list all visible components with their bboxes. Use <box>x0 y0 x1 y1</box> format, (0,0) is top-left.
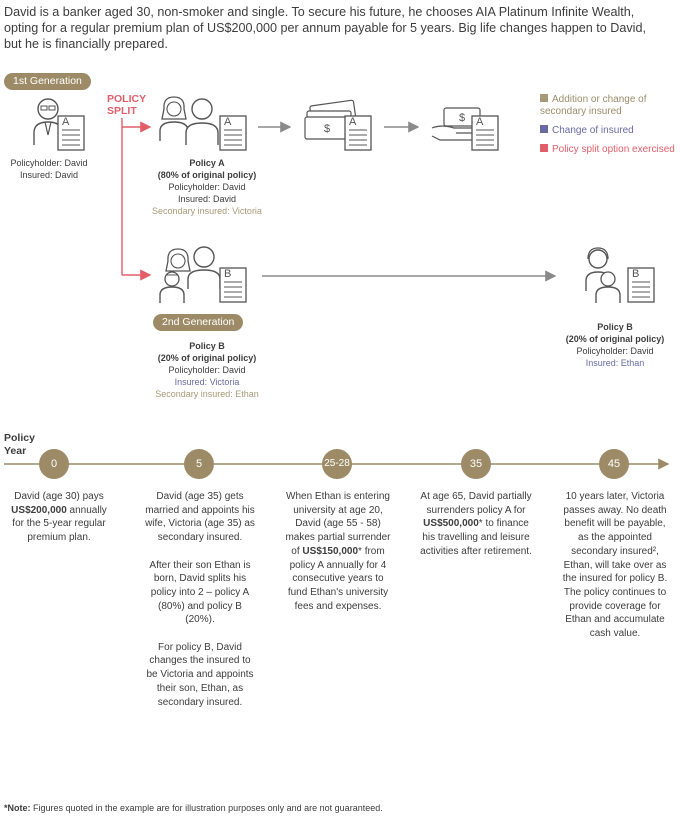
svg-text:$: $ <box>324 123 330 135</box>
policy-year-label-line-2: Year <box>4 445 27 457</box>
svg-text:$: $ <box>459 112 465 124</box>
policy-split-label: POLICY SPLIT <box>107 93 146 117</box>
timeline-node-0: 0 <box>39 449 69 479</box>
doc-letter-a1: A <box>62 116 70 128</box>
legend-swatch-red <box>540 144 548 152</box>
legend-swatch-gold <box>540 94 548 102</box>
doc-letter-b2: B <box>632 268 640 280</box>
timeline-node-25-28: 25-28 <box>322 449 352 479</box>
policy-a-secondary: Secondary insured: Victoria <box>152 206 262 216</box>
policy-a-caption: Policy A (80% of original policy) Policy… <box>140 157 274 217</box>
timeline-desc-5: David (age 35) gets married and appoints… <box>145 491 255 708</box>
policy-year-label-line-1: Policy <box>4 432 35 444</box>
policy-split-line-1: POLICY <box>107 93 147 105</box>
policy-a-share: (80% of original policy) <box>157 170 257 180</box>
policy-b-secondary: Secondary insured: Ethan <box>155 389 259 399</box>
legend: Addition or change of secondary insured … <box>540 94 678 156</box>
policy-b-share: (20% of original policy) <box>157 353 257 363</box>
family-icon-policy-b <box>159 246 221 303</box>
policy-b-final-insured: Insured: Ethan <box>585 358 645 368</box>
timeline-desc-0: David (age 30) pays US$200,000 annually … <box>11 491 107 544</box>
doc-letter-a3: A <box>349 116 357 128</box>
policy-b-final-title: Policy B <box>597 322 633 332</box>
legend-item-insured: Change of insured <box>540 125 678 137</box>
policy-b-caption: Policy B (20% of original policy) Policy… <box>140 340 274 400</box>
doc-letter-a4: A <box>476 116 484 128</box>
document-icon-a2 <box>219 115 247 151</box>
document-icon-b2 <box>627 267 655 303</box>
policy-b-title: Policy B <box>189 341 225 351</box>
legend-swatch-purple <box>540 125 548 133</box>
policy-diagram: $ $ <box>33 96 655 303</box>
policy-b-final-holder: Policyholder: David <box>576 346 654 356</box>
policy-year-label: Policy Year <box>4 432 35 458</box>
original-insured: Insured: David <box>19 170 79 180</box>
footnote: *Note: Figures quoted in the example are… <box>4 803 383 813</box>
timeline-node-45: 45 <box>599 449 629 479</box>
timeline-node-5: 5 <box>184 449 214 479</box>
intro-paragraph: David is a banker aged 30, non-smoker an… <box>4 5 646 51</box>
policy-split-line-2: SPLIT <box>107 105 137 117</box>
policy-b-holder: Policyholder: David <box>168 365 246 375</box>
legend-label-split: Policy split option exercised <box>552 144 675 155</box>
couple-icon-policy-a <box>159 96 219 145</box>
doc-letter-b1: B <box>224 268 232 280</box>
timeline-node-35: 35 <box>461 449 491 479</box>
timeline-desc-45: 10 years later, Victoria passes away. No… <box>562 491 668 640</box>
legend-item-split: Policy split option exercised <box>540 144 678 156</box>
timeline-desc-35: At age 65, David partially surrenders po… <box>420 491 532 557</box>
person-icon-david <box>33 98 63 145</box>
policy-a-holder: Policyholder: David <box>168 182 246 192</box>
original-policy-caption: Policyholder: David Insured: David <box>4 157 94 181</box>
policy-a-insured: Insured: David <box>177 194 237 204</box>
document-icon-a1 <box>57 115 85 151</box>
policy-b-final-caption: Policy B (20% of original policy) Policy… <box>548 321 680 369</box>
document-icon-b1 <box>219 267 247 303</box>
legend-label-secondary: Addition or change of secondary insured <box>540 94 647 117</box>
policy-b-final-share: (20% of original policy) <box>565 334 665 344</box>
generation-2-badge: 2nd Generation <box>153 314 244 331</box>
document-icon-a4 <box>471 115 499 151</box>
doc-letter-a2: A <box>224 116 232 128</box>
policy-a-title: Policy A <box>189 158 225 168</box>
generation-1-badge: 1st Generation <box>4 73 91 90</box>
legend-label-insured: Change of insured <box>552 125 634 136</box>
footnote-text: Figures quoted in the example are for il… <box>30 803 383 813</box>
couple-icon-policy-b-final <box>585 247 621 303</box>
legend-item-secondary: Addition or change of secondary insured <box>540 94 678 118</box>
policy-b-insured: Insured: Victoria <box>174 377 240 387</box>
footnote-label: *Note: <box>4 803 31 813</box>
document-icon-a3 <box>344 115 372 151</box>
timeline-desc-25-28: When Ethan is entering university at age… <box>285 491 391 612</box>
original-holder: Policyholder: David <box>10 158 88 168</box>
